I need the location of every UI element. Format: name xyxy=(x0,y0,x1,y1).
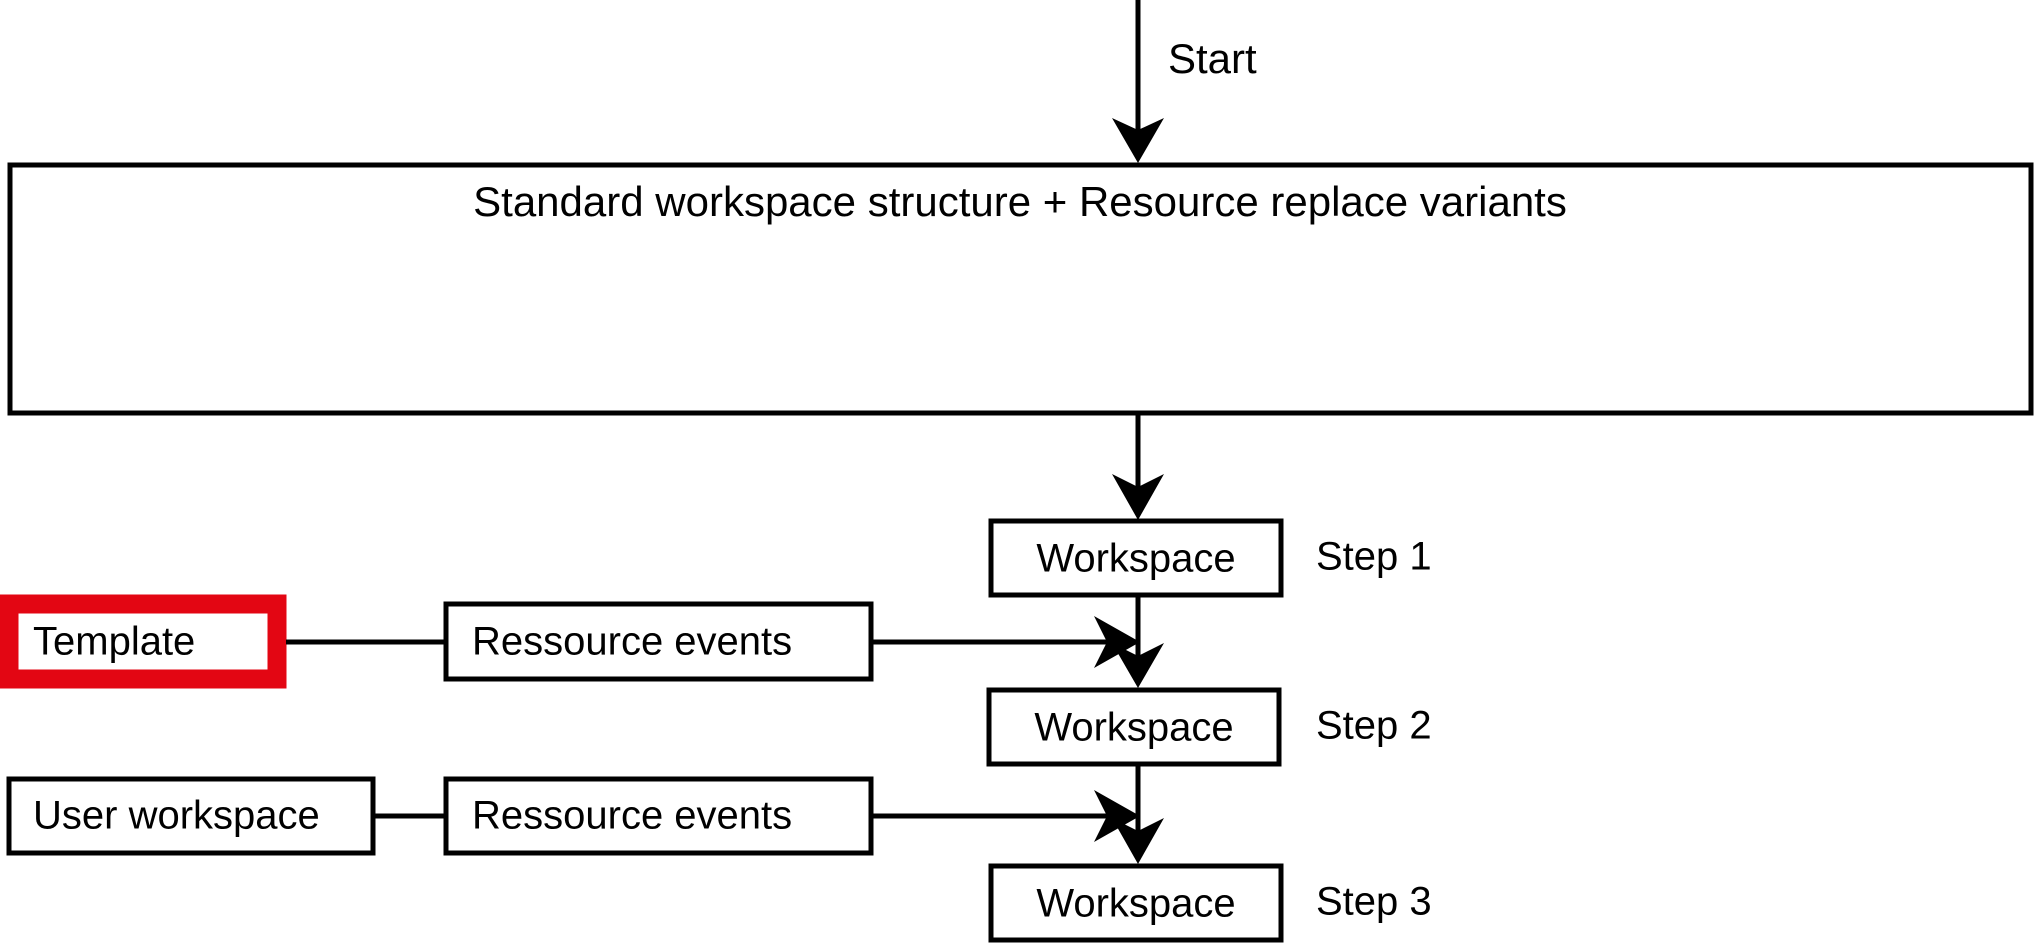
user-workspace-box[interactable]: User workspace xyxy=(6,776,376,856)
user-workspace-box-rect xyxy=(6,776,376,856)
step2-to-step3-arrow xyxy=(1112,764,1164,864)
step2-to-step3-arrow-head xyxy=(1112,818,1164,864)
events1-to-spine-arrow xyxy=(871,616,1140,668)
workspace-step-1-label: Workspace xyxy=(1036,537,1235,581)
ressource-events-box-1[interactable]: Ressource events xyxy=(443,601,874,682)
standard-workspace-structure-box-rect xyxy=(7,162,2034,416)
ressource-events-box-2-label: Ressource events xyxy=(472,794,792,838)
ressource-events-box-2[interactable]: Ressource events xyxy=(443,776,874,856)
standard-workspace-structure-box-label: Standard workspace structure + Resource … xyxy=(473,178,1567,225)
start-edge-label: Start xyxy=(1168,35,1257,82)
main-to-step1-arrow-head xyxy=(1112,474,1164,520)
events2-to-spine-arrow xyxy=(871,790,1140,842)
step-3-caption: Step 3 xyxy=(1316,880,1432,924)
user-workspace-box-label: User workspace xyxy=(33,794,320,838)
start-arrow xyxy=(1112,0,1164,163)
step-2-caption: Step 2 xyxy=(1316,704,1432,748)
ressource-events-box-1-label: Ressource events xyxy=(472,620,792,664)
standard-workspace-structure-box[interactable]: Standard workspace structure + Resource … xyxy=(7,162,2034,416)
workspace-step-3-label: Workspace xyxy=(1036,882,1235,926)
step1-to-step2-arrow xyxy=(1112,595,1164,688)
workspace-step-3-rect xyxy=(988,863,1284,943)
workspace-step-2[interactable]: Workspace xyxy=(986,687,1282,767)
workspace-step-1[interactable]: Workspace xyxy=(988,518,1284,598)
workspace-step-3[interactable]: Workspace xyxy=(988,863,1284,943)
step1-to-step2-arrow-head xyxy=(1112,643,1164,688)
events1-to-spine-arrow-head xyxy=(1094,616,1140,668)
template-box-rect xyxy=(0,594,287,689)
events2-to-spine-arrow-head xyxy=(1094,790,1140,842)
template-box[interactable]: Template xyxy=(0,594,287,689)
main-to-step1-arrow xyxy=(1112,413,1164,520)
template-box-label: Template xyxy=(33,620,195,664)
workspace-step-2-rect xyxy=(986,687,1282,767)
workspace-step-2-label: Workspace xyxy=(1034,706,1233,750)
start-arrow-head xyxy=(1112,118,1164,163)
ressource-events-box-2-rect xyxy=(443,776,874,856)
step-1-caption: Step 1 xyxy=(1316,535,1432,579)
